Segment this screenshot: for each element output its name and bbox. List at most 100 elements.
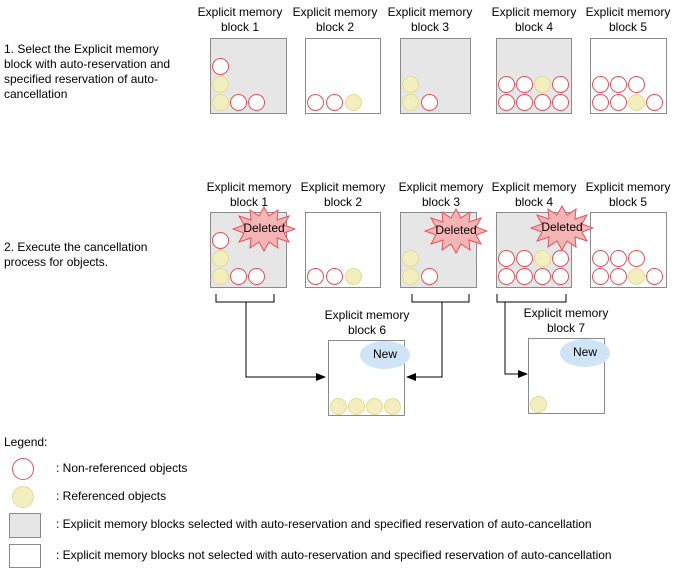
referenced-object bbox=[212, 250, 229, 267]
step-2-text: 2. Execute the cancellation process for … bbox=[4, 240, 148, 269]
non-referenced-object bbox=[230, 94, 247, 111]
block-4-label: Explicit memory block 4 bbox=[491, 180, 577, 209]
non-referenced-object bbox=[592, 76, 609, 93]
referenced-object bbox=[534, 76, 551, 93]
non-referenced-object bbox=[646, 94, 663, 111]
referenced-object bbox=[628, 268, 645, 285]
referenced-object bbox=[345, 268, 362, 285]
non-referenced-object bbox=[628, 76, 645, 93]
new-label: New bbox=[572, 345, 597, 359]
non-referenced-object bbox=[592, 268, 609, 285]
referenced-object bbox=[345, 94, 362, 111]
legend-title: Legend: bbox=[4, 435, 48, 449]
non-referenced-object bbox=[230, 268, 247, 285]
non-referenced-object bbox=[421, 94, 438, 111]
non-referenced-object bbox=[498, 94, 515, 111]
legend-non-referenced-icon bbox=[12, 458, 34, 480]
block-1-label: Explicit memory block 1 bbox=[206, 180, 292, 209]
block-2-label: Explicit memory block 2 bbox=[300, 180, 386, 209]
deleted-label: Deleted bbox=[435, 223, 477, 237]
non-referenced-object bbox=[212, 232, 229, 249]
starburst-icon bbox=[232, 206, 296, 252]
memory-block-2 bbox=[305, 38, 381, 114]
legend-selected-block-icon bbox=[9, 513, 41, 538]
memory-block-2 bbox=[305, 212, 381, 288]
non-referenced-object bbox=[610, 250, 627, 267]
referenced-object bbox=[402, 250, 419, 267]
block-1-label: Explicit memory block 1 bbox=[197, 5, 283, 34]
block-3-label: Explicit memory block 3 bbox=[387, 5, 473, 34]
legend-selected-text: : Explicit memory blocks selected with a… bbox=[56, 517, 592, 531]
non-referenced-object bbox=[610, 76, 627, 93]
new-bubble-block-6: New bbox=[360, 341, 410, 369]
memory-block-4 bbox=[496, 212, 572, 288]
non-referenced-object bbox=[534, 268, 551, 285]
referenced-object bbox=[628, 94, 645, 111]
new-bubble-block-7: New bbox=[560, 339, 610, 367]
non-referenced-object bbox=[552, 76, 569, 93]
non-referenced-object bbox=[516, 94, 533, 111]
referenced-object bbox=[402, 76, 419, 93]
memory-block-5 bbox=[590, 38, 667, 114]
non-referenced-object bbox=[212, 58, 229, 75]
referenced-object bbox=[534, 250, 551, 267]
non-referenced-object bbox=[610, 94, 627, 111]
legend-referenced-text: : Referenced objects bbox=[56, 489, 167, 503]
deleted-star-block-4: Deleted bbox=[530, 205, 594, 251]
referenced-object bbox=[212, 76, 229, 93]
deleted-star-block-3: Deleted bbox=[424, 208, 488, 254]
legend-referenced-icon bbox=[12, 486, 34, 508]
referenced-object bbox=[212, 94, 229, 111]
non-referenced-object bbox=[498, 268, 515, 285]
starburst-icon bbox=[530, 205, 594, 251]
referenced-object bbox=[330, 398, 347, 415]
memory-block-1 bbox=[210, 38, 287, 114]
non-referenced-object bbox=[307, 94, 324, 111]
non-referenced-object bbox=[552, 94, 569, 111]
non-referenced-object bbox=[610, 268, 627, 285]
non-referenced-object bbox=[421, 268, 438, 285]
deleted-label: Deleted bbox=[243, 221, 285, 235]
new-label: New bbox=[372, 347, 397, 361]
referenced-object bbox=[384, 398, 401, 415]
referenced-object bbox=[402, 268, 419, 285]
non-referenced-object bbox=[248, 268, 265, 285]
deleted-label: Deleted bbox=[541, 220, 583, 234]
block-6-label: Explicit memory block 6 bbox=[324, 308, 410, 337]
non-referenced-object bbox=[307, 268, 324, 285]
legend-not-selected-text: : Explicit memory blocks not selected wi… bbox=[56, 548, 612, 562]
referenced-object bbox=[212, 268, 229, 285]
memory-block-5 bbox=[590, 212, 667, 288]
block-7-label: Explicit memory block 7 bbox=[523, 306, 609, 335]
non-referenced-object bbox=[498, 250, 515, 267]
referenced-object bbox=[348, 398, 365, 415]
non-referenced-object bbox=[516, 268, 533, 285]
block-2-label: Explicit memory block 2 bbox=[292, 5, 378, 34]
referenced-object bbox=[402, 94, 419, 111]
legend-unselected-block-icon bbox=[9, 544, 41, 568]
non-referenced-object bbox=[628, 250, 645, 267]
memory-block-3 bbox=[400, 38, 471, 114]
memory-block-7 bbox=[528, 338, 605, 414]
non-referenced-object bbox=[552, 268, 569, 285]
memory-block-4 bbox=[496, 38, 572, 114]
non-referenced-object bbox=[248, 94, 265, 111]
non-referenced-object bbox=[592, 94, 609, 111]
referenced-object bbox=[366, 398, 383, 415]
block-5-label: Explicit memory block 5 bbox=[585, 5, 671, 34]
non-referenced-object bbox=[326, 94, 343, 111]
step-1-text: 1. Select the Explicit memory block with… bbox=[4, 42, 171, 101]
non-referenced-object bbox=[516, 76, 533, 93]
legend-non-referenced-text: : Non-referenced objects bbox=[56, 461, 188, 475]
non-referenced-object bbox=[498, 76, 515, 93]
starburst-icon bbox=[424, 208, 488, 254]
non-referenced-object bbox=[534, 94, 551, 111]
non-referenced-object bbox=[552, 250, 569, 267]
referenced-object bbox=[530, 396, 547, 413]
non-referenced-object bbox=[646, 268, 663, 285]
block-4-label: Explicit memory block 4 bbox=[491, 5, 577, 34]
non-referenced-object bbox=[516, 250, 533, 267]
block-5-label: Explicit memory block 5 bbox=[585, 180, 671, 209]
non-referenced-object bbox=[326, 268, 343, 285]
